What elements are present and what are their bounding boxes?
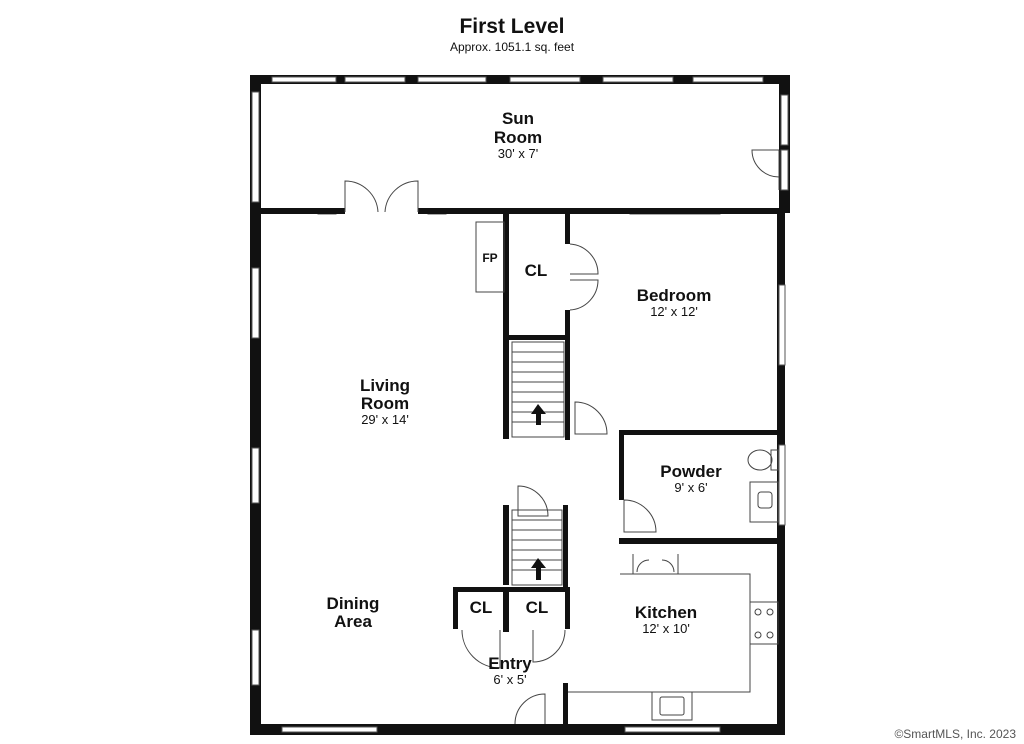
closet-label-right: CL [526,598,549,617]
wall [563,683,568,728]
wall [565,310,570,340]
entry-dims: 6' x 5' [493,672,526,687]
window [417,76,487,83]
closet-label-left: CL [470,598,493,617]
living-room-name: Living [360,376,410,395]
door-swing [661,559,675,573]
toilet-icon [747,449,773,471]
window [780,94,789,146]
powder-fixtures [747,449,779,523]
wall [503,587,509,632]
stair [511,509,563,586]
wall [503,505,509,585]
door-swing[interactable] [751,149,780,178]
closet-label-upper: CL [525,261,548,280]
window [251,629,260,686]
window [778,284,786,366]
stair-up-arrow-icon [531,558,546,580]
sink-vanity-icon [749,481,779,523]
window [251,447,260,504]
wall [619,430,779,435]
window [251,267,260,339]
sun-room-dims: 30' x 7' [498,146,538,161]
door-swing[interactable] [384,180,419,213]
interior-walls [261,208,780,728]
window [778,444,786,526]
window [692,76,764,83]
door-swing[interactable] [461,629,501,669]
wall [565,587,570,629]
kitchen-dims: 12' x 10' [642,621,690,636]
plan-title: First Level [459,15,565,38]
wall [503,335,570,340]
window [251,91,260,203]
windows [251,76,789,733]
door-swing[interactable] [569,279,599,311]
powder-dims: 9' x 6' [674,480,707,495]
dining-area-name: Area [334,612,372,631]
wall [453,587,458,629]
sun-room-name: Room [494,128,542,147]
window [624,726,721,733]
stair [511,341,565,438]
wall [565,214,570,244]
stove-icon [749,601,779,645]
door-swing[interactable] [569,243,599,275]
sun-room-name: Sun [502,109,534,128]
wall [563,505,568,590]
door-swing[interactable] [344,180,379,213]
window [780,149,789,191]
plan-area-subtitle: Approx. 1051.1 sq. feet [449,40,575,54]
exterior-walls [250,75,790,735]
door-swing[interactable] [514,693,546,725]
door-swing [636,559,650,573]
living-room-dims: 29' x 14' [361,412,409,427]
powder-name: Powder [660,462,722,481]
kitchen-fixtures [568,573,779,721]
window [281,726,378,733]
wall [453,587,570,592]
wall [261,208,345,214]
copyright-notice: ©SmartMLS, Inc. 2023 [894,727,1016,741]
fireplace [475,221,505,293]
bedroom-dims: 12' x 12' [650,304,698,319]
window [602,76,674,83]
upper-stair[interactable] [511,341,565,438]
window [271,76,337,83]
wall [418,208,780,214]
wall [619,538,779,544]
bedroom-name: Bedroom [637,286,712,305]
wall [503,214,509,439]
window [344,76,406,83]
stair-up-arrow-icon [531,404,546,425]
wall [565,335,570,440]
fireplace-label: FP [482,251,497,265]
window [509,76,581,83]
door-swing[interactable] [623,499,657,533]
bottom-wall [250,724,785,735]
door-swing[interactable] [532,629,566,663]
living-room-name: Room [361,394,409,413]
entry-name: Entry [488,654,532,673]
kitchen-name: Kitchen [635,603,697,622]
dining-area-name: Dining [327,594,380,613]
door-swing[interactable] [574,401,608,435]
left-wall [250,75,261,735]
doors [344,149,780,725]
kitchen-sink-icon [651,691,693,721]
lower-stair[interactable] [511,509,563,586]
door-swing[interactable] [517,485,549,517]
wall [619,430,624,500]
